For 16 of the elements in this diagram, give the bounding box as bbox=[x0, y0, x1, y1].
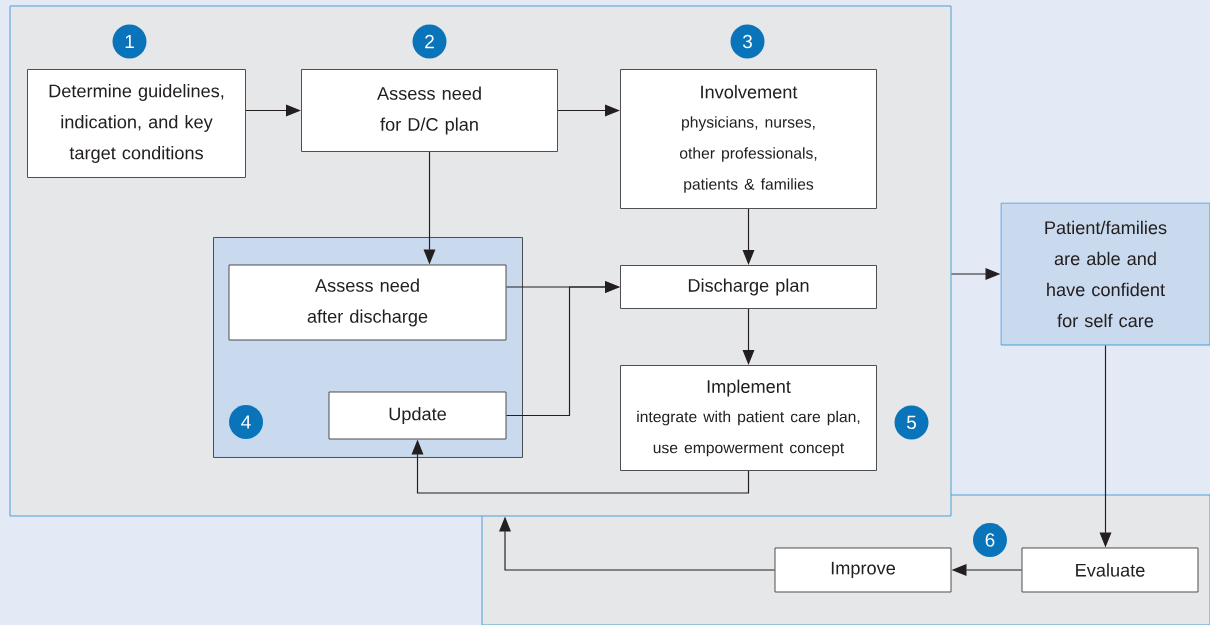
step-number: 3 bbox=[730, 24, 765, 59]
process-box: Improve bbox=[774, 547, 952, 593]
process-box: Implement integrate with patient care plan, use empowerment concept bbox=[620, 365, 877, 471]
process-box: Assess need after discharge bbox=[228, 264, 507, 341]
process-box: Involvement physicians, nurses, other professionals, patients & families bbox=[620, 69, 877, 209]
process-box: Evaluate bbox=[1021, 547, 1199, 593]
process-box: Update bbox=[328, 391, 507, 440]
step-number: 1 bbox=[112, 24, 147, 59]
process-box: Determine guidelines, indication, and key target conditions bbox=[27, 69, 246, 178]
step-number: 2 bbox=[412, 24, 447, 59]
step-number: 5 bbox=[894, 405, 929, 440]
step-number: 4 bbox=[229, 405, 263, 439]
outcome-box: Patient/families are able and have confident for self care bbox=[1000, 202, 1210, 346]
step-number: 6 bbox=[973, 523, 1007, 557]
process-box: Discharge plan bbox=[620, 265, 877, 309]
process-box: Assess need for D/C plan bbox=[301, 69, 558, 152]
